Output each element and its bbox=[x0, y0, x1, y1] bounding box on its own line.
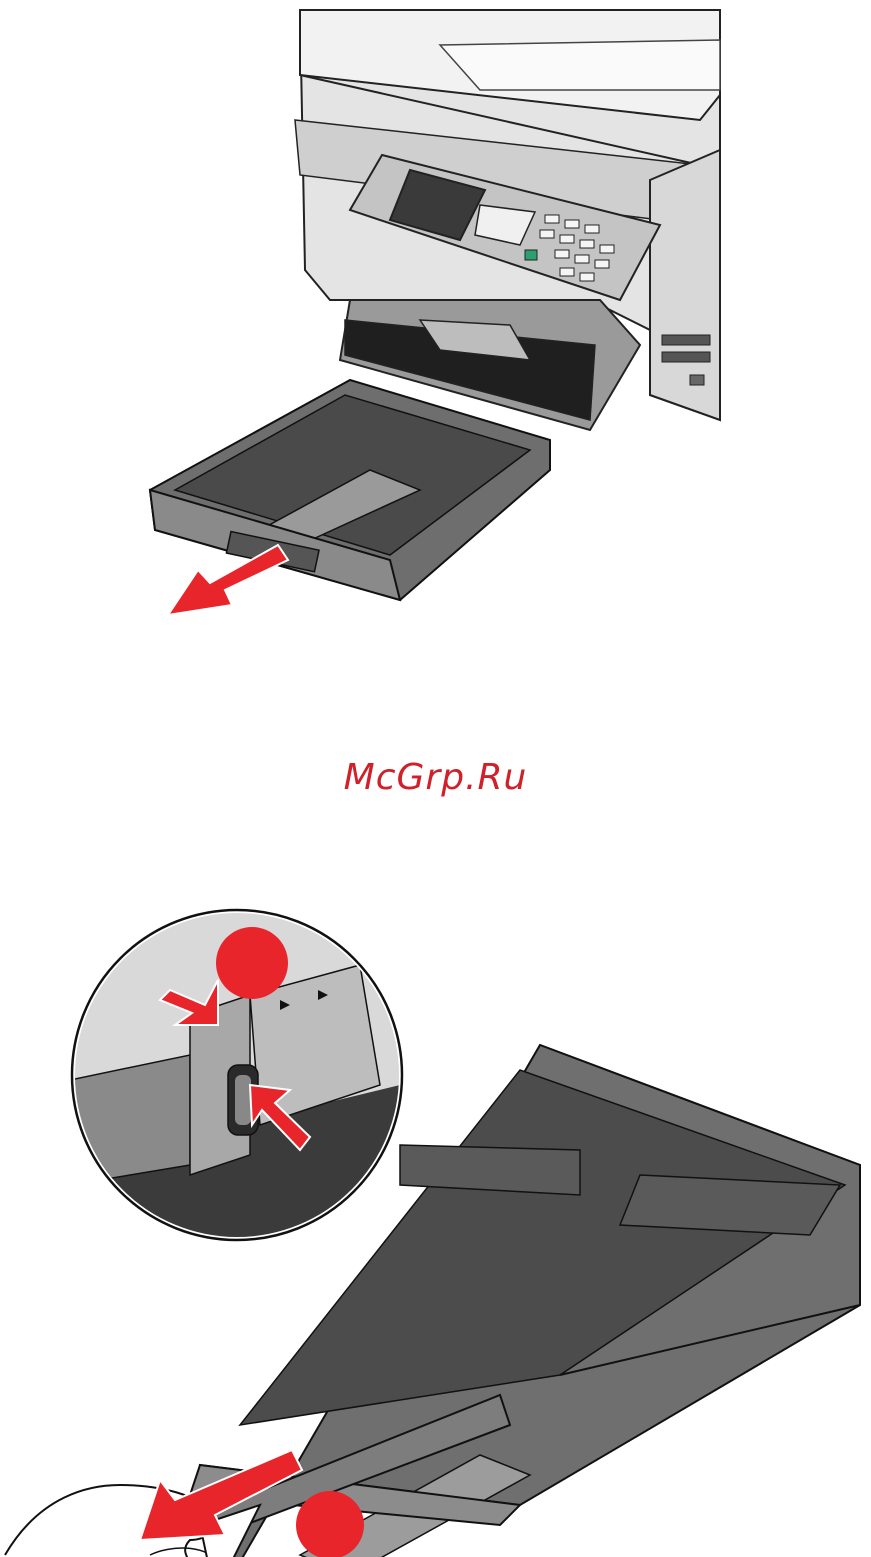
paper-tray bbox=[150, 380, 550, 600]
printer-tray-removal-illustration bbox=[0, 0, 871, 640]
callout-2 bbox=[296, 1491, 364, 1557]
callout-1 bbox=[216, 927, 288, 999]
watermark-text: McGrp.Ru bbox=[0, 757, 871, 798]
tray-release-illustration bbox=[0, 905, 871, 1557]
pull-arrow bbox=[168, 545, 288, 615]
start-button bbox=[525, 250, 537, 260]
